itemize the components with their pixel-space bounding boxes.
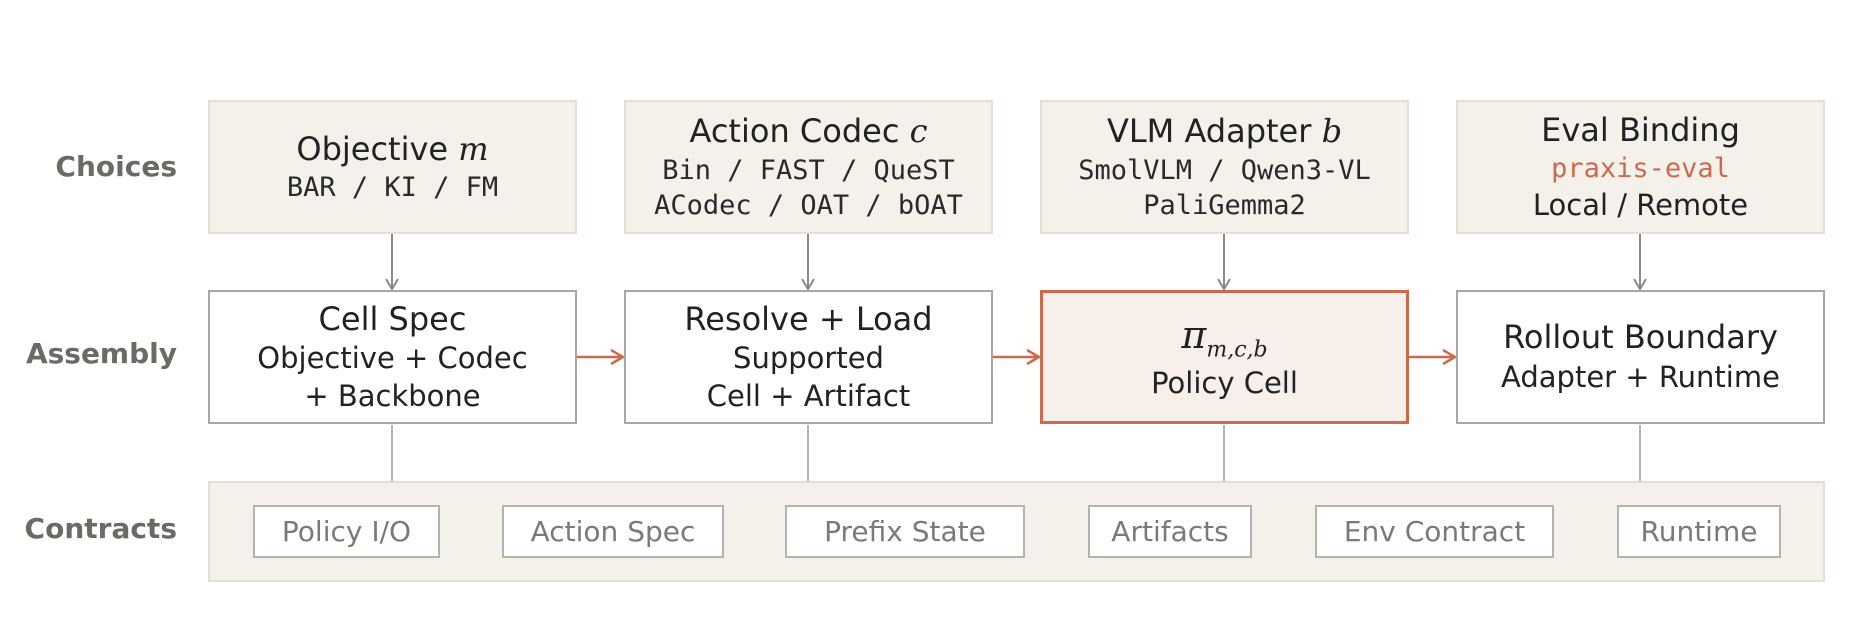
assembly-cell-spec-line-2: + Backbone <box>304 378 481 413</box>
contract-artifacts: Artifacts <box>1088 505 1252 558</box>
codec-symbol: c <box>909 112 928 151</box>
choice-vlm-adapter: VLM Adapter b SmolVLM / Qwen3-VL PaliGem… <box>1040 100 1409 234</box>
row-label-assembly: Assembly <box>25 337 177 370</box>
contract-prefix-state: Prefix State <box>785 505 1025 558</box>
assembly-rollout-boundary-title: Rollout Boundary <box>1503 318 1778 357</box>
assembly-cell-spec: Cell Spec Objective + Codec + Backbone <box>208 290 577 424</box>
policy-subscript: m,c,b <box>1206 337 1268 363</box>
policy-symbol: πm,c,b <box>1181 313 1268 363</box>
choice-eval-binding-package: praxis-eval <box>1551 153 1730 185</box>
choice-eval-binding-title: Eval Binding <box>1541 110 1740 149</box>
assembly-cell-spec-title: Cell Spec <box>318 299 467 338</box>
contract-env-contract: Env Contract <box>1315 505 1554 558</box>
row-label-contracts: Contracts <box>24 512 177 545</box>
assembly-rollout-boundary-line: Adapter + Runtime <box>1501 359 1780 394</box>
choice-action-codec-title: Action Codec c <box>689 112 928 151</box>
choice-action-codec-line-1: Bin / FAST / QueST <box>662 154 955 186</box>
assembly-resolve-load-title: Resolve + Load <box>684 299 933 338</box>
row-label-choices: Choices <box>55 150 177 183</box>
contract-action-spec: Action Spec <box>502 505 724 558</box>
choice-eval-binding: Eval Binding praxis-eval Local / Remote <box>1456 100 1825 234</box>
choice-objective-options: BAR / KI / FM <box>286 172 499 204</box>
objective-symbol: m <box>458 129 489 168</box>
adapter-symbol: b <box>1321 112 1343 151</box>
choice-vlm-adapter-line-2: PaliGemma2 <box>1143 189 1306 221</box>
assembly-resolve-load-line-1: Supported <box>733 341 884 376</box>
choice-action-codec-line-2: ACodec / OAT / bOAT <box>654 189 963 221</box>
assembly-policy-cell-label: Policy Cell <box>1151 366 1298 401</box>
assembly-policy-cell: πm,c,b Policy Cell <box>1040 290 1409 424</box>
contract-runtime: Runtime <box>1617 505 1781 558</box>
choice-vlm-adapter-title: VLM Adapter b <box>1106 112 1343 151</box>
assembly-cell-spec-line-1: Objective + Codec <box>257 341 528 376</box>
assembly-rollout-boundary: Rollout Boundary Adapter + Runtime <box>1456 290 1825 424</box>
assembly-resolve-load: Resolve + Load Supported Cell + Artifact <box>624 290 993 424</box>
choice-objective: Objective m BAR / KI / FM <box>208 100 577 234</box>
choice-eval-binding-line: Local / Remote <box>1532 187 1749 222</box>
choice-action-codec: Action Codec c Bin / FAST / QueST ACodec… <box>624 100 993 234</box>
choice-objective-title: Objective m <box>296 129 489 168</box>
choice-vlm-adapter-line-1: SmolVLM / Qwen3-VL <box>1078 154 1371 186</box>
contract-policy-io: Policy I/O <box>253 505 440 558</box>
assembly-resolve-load-line-2: Cell + Artifact <box>706 378 911 413</box>
